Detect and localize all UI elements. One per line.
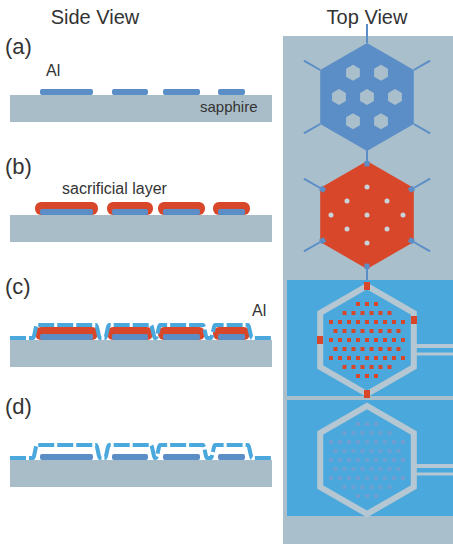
- column-heading: Side View: [51, 6, 140, 28]
- column-heading: Top View: [327, 6, 408, 28]
- top-view-panel: [283, 36, 453, 544]
- panel-letter: (b): [5, 155, 32, 179]
- panel-letter: (c): [5, 275, 31, 299]
- top-view: [287, 400, 453, 516]
- panel-letter: (a): [5, 35, 32, 59]
- material-label: Al: [252, 302, 266, 320]
- top-view: [287, 280, 453, 398]
- panel-letter: (d): [5, 395, 32, 419]
- side-view: [10, 445, 272, 487]
- material-label: sacrificial layer: [62, 180, 167, 198]
- side-view: [10, 202, 272, 242]
- material-label: Al: [46, 62, 60, 80]
- material-label: sapphire: [200, 99, 258, 116]
- side-view: [10, 89, 272, 122]
- top-view: [304, 142, 430, 288]
- side-view: [10, 325, 272, 367]
- top-view: [304, 24, 430, 170]
